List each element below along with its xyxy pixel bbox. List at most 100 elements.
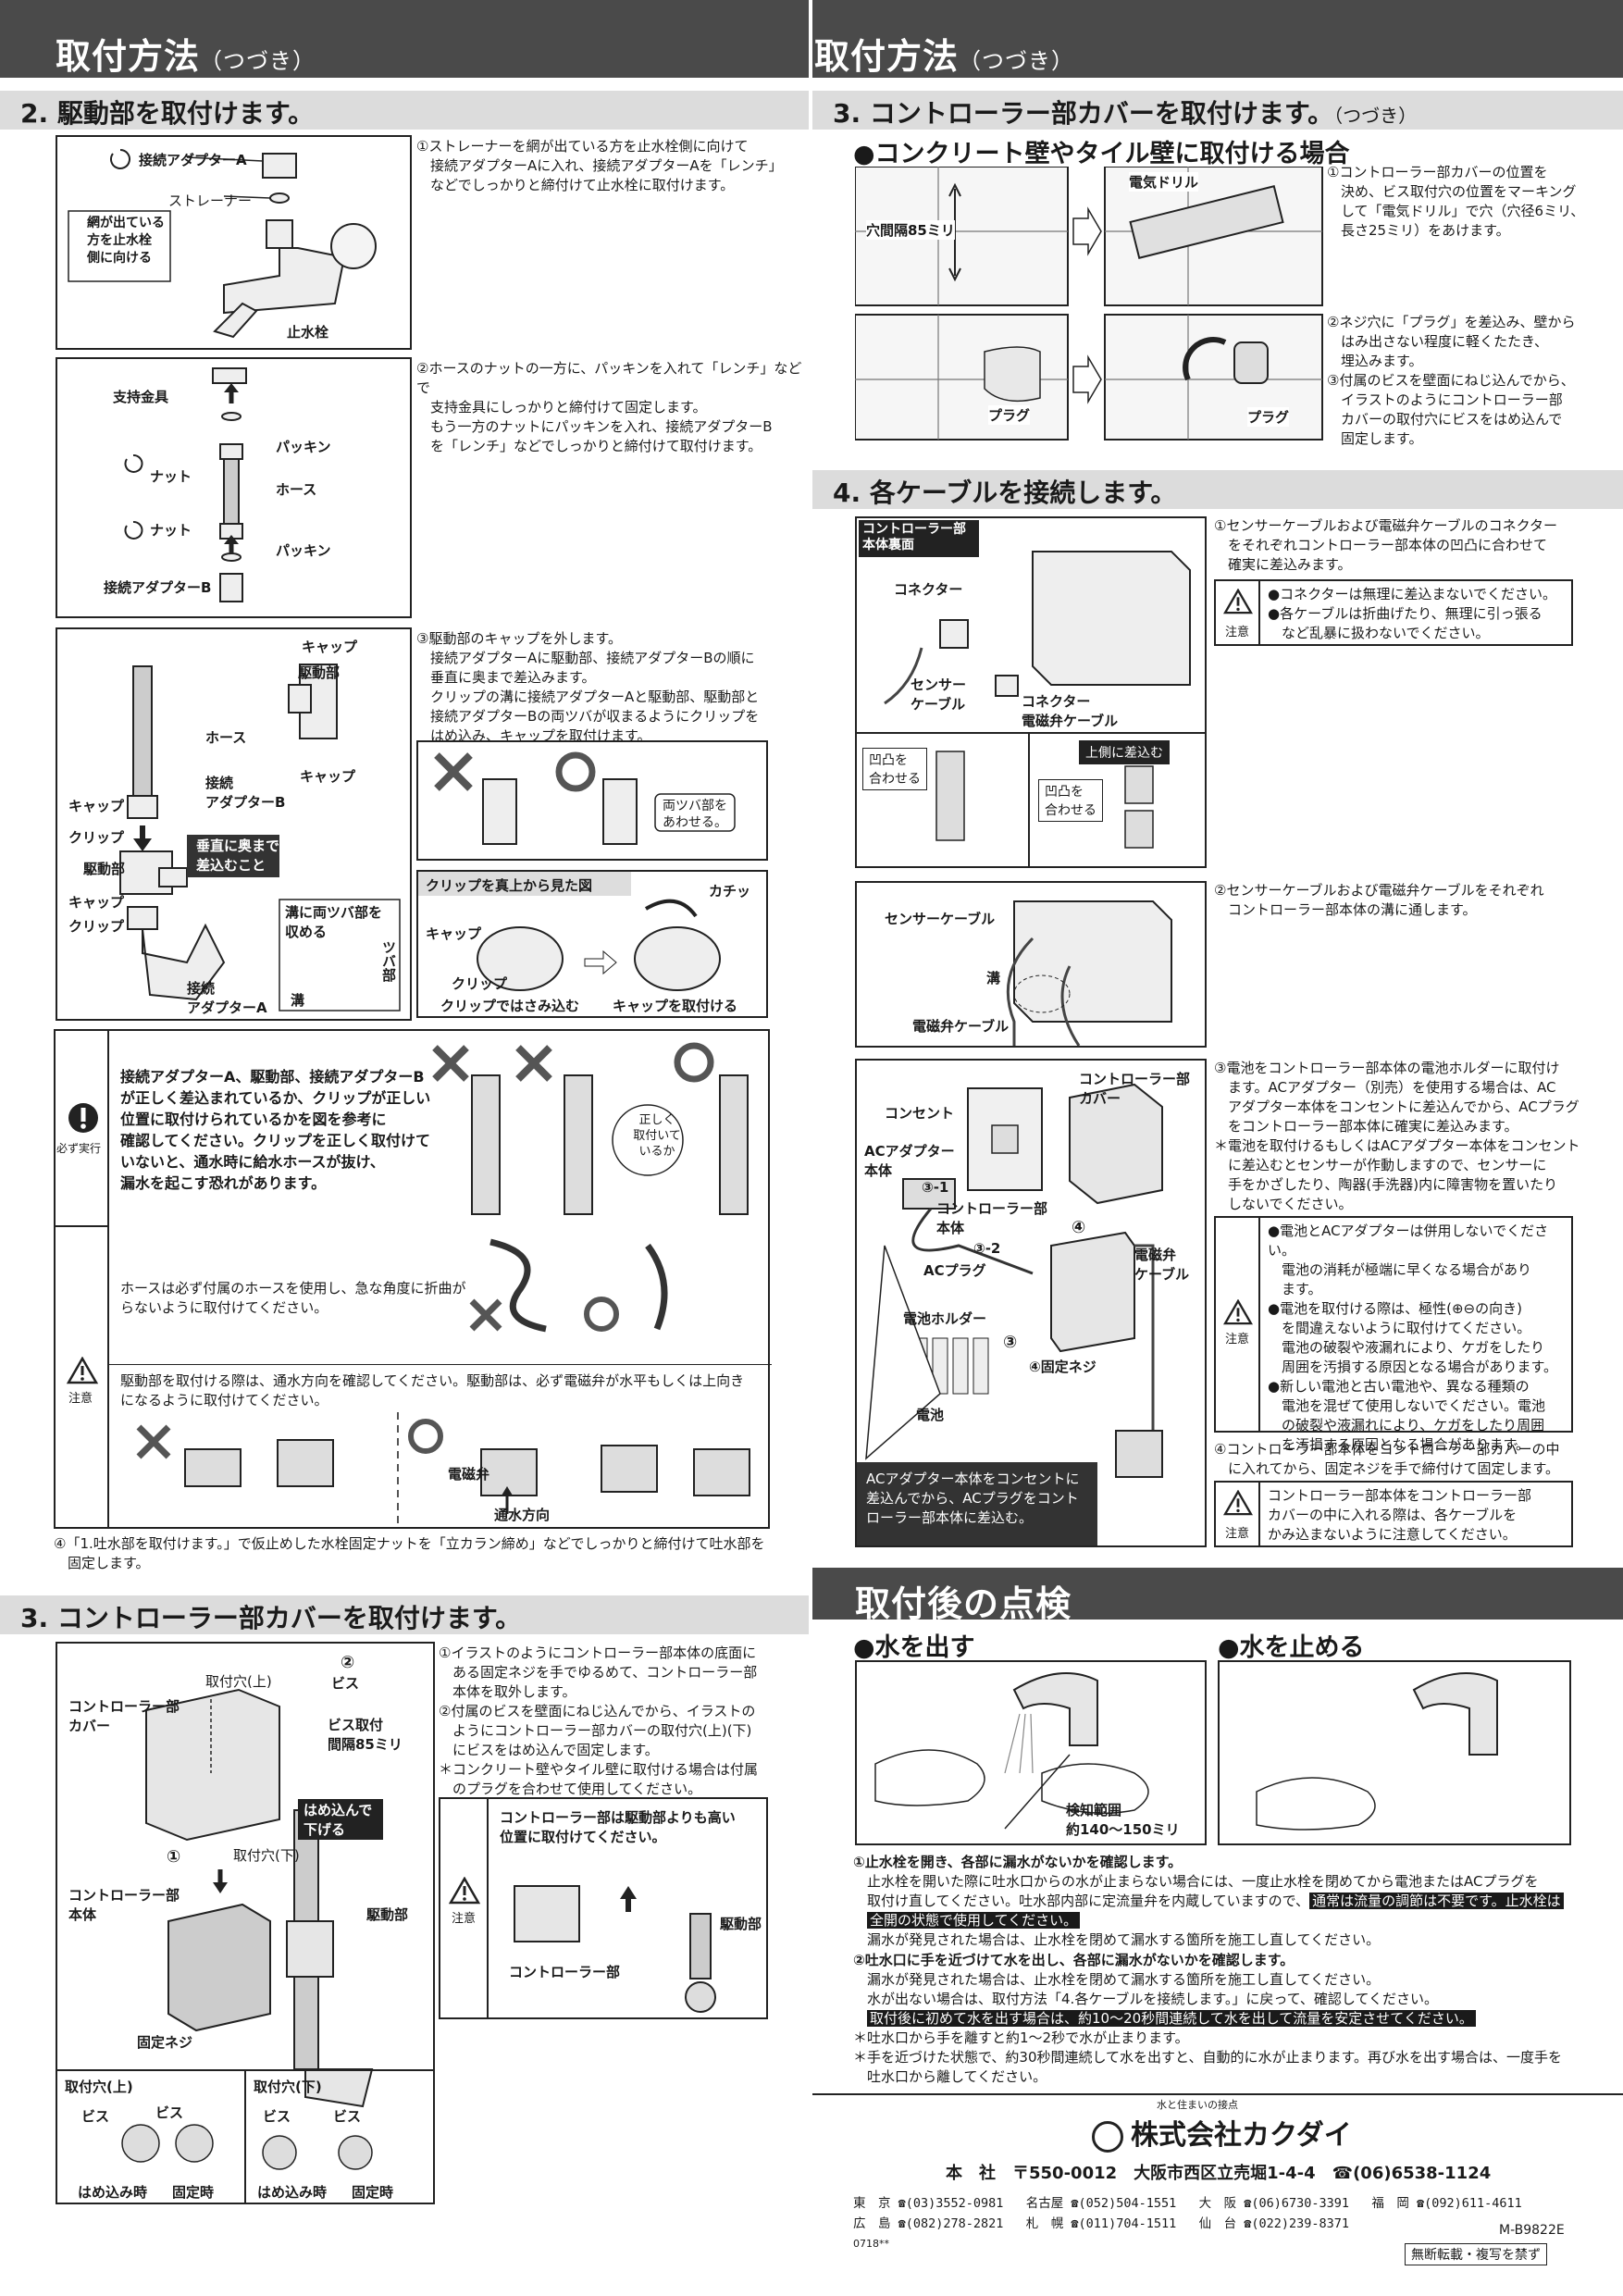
sec3b-heading: 3. コントローラー部カバーを取付けます。（つづき）: [812, 91, 1623, 130]
height-illustration: [514, 1885, 716, 2013]
sec3a-detail-screw4: ビス: [333, 2108, 362, 2125]
sec2-s1-illustration-box: 接続アダプターA ストレーナー 網が出ている 方を止水栓 側に向ける 止水栓: [56, 135, 412, 350]
sec3b-title-sub: （つづき）: [1333, 105, 1418, 127]
sec4-ac-body: ACアダプター 本体: [864, 1143, 955, 1179]
sec3a-cover: コントローラー部 カバー: [68, 1698, 180, 1734]
sec4-heading: 4. 各ケーブルを接続します。: [812, 470, 1623, 509]
sec2-s3-cap2: キャップ: [300, 768, 356, 785]
sec2-s2-label-hose: ホース: [276, 481, 317, 498]
sec4-text4: ④コントローラー部本体をコントローラー部カバーの中 に入れてから、固定ネジを手で…: [1214, 1441, 1560, 1477]
sec4-connector-label: コネクター: [894, 581, 963, 598]
sec3a-caution-icon: [449, 1877, 480, 1905]
sec3b-plug1: プラグ: [988, 405, 1031, 425]
sec2-s3-groove2: 溝: [291, 992, 305, 1009]
cable-groove-illustration: [1006, 900, 1172, 1046]
sec3a-detail-fit: はめ込み時: [78, 2184, 148, 2201]
sec2-s2-label-adapterB: 接続アダプターB: [104, 579, 212, 596]
sec4-n4: ④: [1072, 1218, 1086, 1237]
flow-direction-illustration: [136, 1412, 750, 1523]
header-right-title: 取付方法（つづき）: [814, 28, 1074, 79]
sec4-caution4-box: 注意 コントローラー部本体をコントローラー部 カバーの中に入れる際は、各ケーブル…: [1214, 1481, 1573, 1547]
check-t1b: 止水栓を開いた際に吐水口からの水が止まらない場合には、一度止水栓を閉めてから電池…: [853, 1873, 1539, 1890]
header-left: 取付方法（つづき）: [0, 0, 809, 78]
sec3a-detail-fixed2: 固定時: [352, 2184, 394, 2201]
sec3a-title: 3. コントローラー部カバーを取付けます。: [20, 1603, 522, 1633]
caution-flow-text: 駆動部を取付ける際は、通水方向を確認してください。駆動部は、必ず電磁弁が水平もし…: [120, 1372, 745, 1409]
sec3b-pitch: 穴間隔85ミリ: [866, 220, 955, 240]
sec3a-drive: 駆動部: [366, 1906, 409, 1923]
sec2-s1-text: ①ストレーナーを網が出ている方を止水栓側に向けて 接続アダプターAに入れ、接続ア…: [416, 138, 783, 193]
sec2-s3-clip3: クリップ: [452, 975, 508, 992]
sec3a-caution-label: 注意: [452, 1912, 477, 1926]
header-left-title-text: 取付方法: [56, 36, 201, 77]
footer-company-name: 株式会社カクダイ: [1131, 2119, 1352, 2152]
sec4-caution1-icon-cell: [1216, 581, 1260, 644]
sec2-s3-adapterB: 接続 アダプターB: [205, 775, 286, 811]
sec3a-caution-icon-cell: [440, 1799, 489, 2017]
footer-hq: 本 社 〒550-0012 大阪市西区立売堀1-4-4 ☎(06)6538-11…: [946, 2164, 1492, 2183]
clip-compare-illustration: [434, 751, 736, 845]
sec4-text1: ①センサーケーブルおよび電磁弁ケーブルのコネクター をそれぞれコントローラー部本…: [1214, 517, 1558, 573]
sec4-caution3-label: 注意: [1225, 1333, 1250, 1347]
sec3a-text: ①イラストのようにコントローラー部本体の底面に ある固定ネジを手でゆるめて、コン…: [439, 1644, 759, 1797]
check-title: 取付後の点検: [855, 1583, 1072, 1624]
sec2-s3-cap5: キャップ: [426, 925, 482, 942]
must-compare-illustration: [432, 1042, 749, 1215]
check-t2c: 水が出ない場合は、取付方法「4.各ケーブルを接続します。」に戻って、確認してくだ…: [853, 1991, 1439, 2007]
sec4-s2-groove: 溝: [986, 970, 1001, 987]
sec4-caution1-icon: [1223, 589, 1253, 614]
footer-tagline: 水と住まいの接点: [1157, 2099, 1238, 2111]
sec4-connector2-label: コネクター 電磁弁ケーブル: [1022, 693, 1119, 729]
sec3a-detail-screw2: ビス: [155, 2104, 184, 2121]
water-on-illustration: [874, 1672, 1149, 1830]
header-right: 取付方法（つづき）: [812, 0, 1623, 78]
sec3a-hole-bottom: 取付穴(下): [233, 1847, 300, 1864]
header-left-sub: （つづき）: [200, 48, 316, 74]
sec4-cover: コントローラー部 カバー: [1079, 1071, 1191, 1107]
check-range: 検知範囲 約140〜150ミリ: [1066, 1802, 1180, 1838]
footer-date: 0718**: [853, 2238, 889, 2250]
check-t1c-line: 取付け直してください。吐水部内部に定流量弁を内蔵していますので、通常は流量の調節…: [853, 1892, 1621, 1911]
sec2-s2-label-packing1: パッキン: [276, 439, 331, 455]
header-right-sub: （つづき）: [959, 48, 1075, 74]
sec2-s2-illustration-box: 支持金具 パッキン ナット ホース ナット パッキン 接続アダプターB: [56, 357, 412, 618]
sec3b-plug2: プラグ: [1247, 407, 1290, 427]
sec4-caution3-text: ●電池とACアダプターは併用しないでください。 電池の消耗が極端に早くなる場合が…: [1268, 1222, 1558, 1453]
sec2-s2-text: ②ホースのナットの一方に、パッキンを入れて「レンチ」などで 支持金具にしっかりと…: [416, 360, 802, 454]
must-text: 接続アダプターA、駆動部、接続アダプターB が正しく差込まれているか、クリップが…: [120, 1068, 431, 1192]
strainer-illustration: [68, 149, 377, 339]
sec4-up-label: 上側に差込む: [1079, 740, 1170, 764]
sec4-battery: 電池: [916, 1407, 945, 1423]
sec4-caution4-icon: [1223, 1490, 1253, 1516]
check-t1c: 取付け直してください。吐水部内部に定流量弁を内蔵していますので、: [853, 1893, 1310, 1909]
footer-rule: [812, 2093, 1623, 2095]
sec2-s3-cap3: キャップ: [68, 798, 125, 814]
sec2-s3-adapterA: 接続 アダプターA: [187, 980, 267, 1016]
sec3a-push: はめ込んで 下げる: [304, 1802, 373, 1838]
sec4-s2-illustration-box: センサーケーブル 溝 電磁弁ケーブル: [855, 881, 1207, 1048]
sec2-s3-both-tsuba: 両ツバ部を あわせる。: [663, 799, 727, 830]
check-heading: 取付後の点検: [812, 1568, 1623, 1624]
sec3a-pitch: ビス取付 間隔85ミリ: [328, 1717, 403, 1753]
sec4-fit1-label: 凹凸を 合わせる: [862, 748, 927, 790]
sec4-outlet: コンセント: [885, 1105, 955, 1122]
sec4-title: 4. 各ケーブルを接続します。: [833, 478, 1177, 508]
water-off-illustration: [1256, 1672, 1498, 1831]
sec2-s3-drive2: 駆動部: [83, 861, 126, 877]
sec2-s2-label-packing2: パッキン: [276, 542, 331, 559]
check-t3: ＊吐水口から手を離すと約1〜2秒で水が止まります。: [853, 2029, 1189, 2046]
sec2-s3-vertical: 垂直に奥まで 差込むこと: [196, 838, 280, 874]
sec3a-caution-text: コントローラー部は駆動部よりも高い 位置に取付けてください。: [500, 1809, 736, 1845]
must-bubble: 正しく 取付いて いるか: [633, 1113, 681, 1159]
sec2-s3-cap4: キャップ: [68, 894, 125, 911]
sec4-text2: ②センサーケーブルおよび電磁弁ケーブルをそれぞれ コントローラー部本体の溝に通し…: [1214, 882, 1544, 918]
battery-illustration: [857, 1083, 1163, 1545]
check-t4: ＊手を近づけた状態で、約30秒間連続して水を出すと、自動的に水が止まります。再び…: [853, 2049, 1562, 2085]
check-t2d-hl: 取付後に初めて水を出す場合は、約10〜20秒間連続して水を出して流量を安定させて…: [867, 2010, 1476, 2027]
sec2-s3-clip-compare-box: 両ツバ部を あわせる。: [416, 740, 768, 861]
header-right-title-text: 取付方法: [814, 36, 960, 77]
sec2-s1-label-strainer: ストレーナー: [168, 192, 253, 209]
sec4-battery-holder: 電池ホルダー: [903, 1310, 987, 1327]
footer-code: M-B9822E: [1499, 2223, 1565, 2238]
caution-flow: 通水方向: [494, 1507, 551, 1523]
